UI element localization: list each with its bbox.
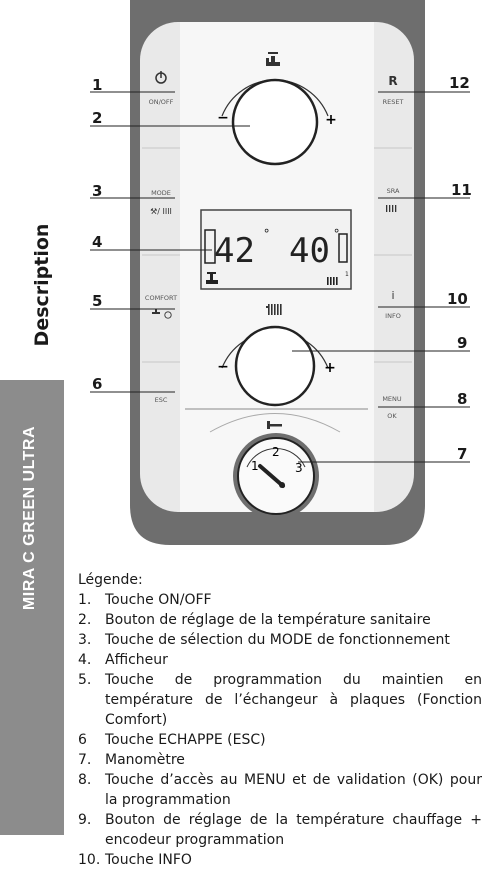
esc-label: ESC xyxy=(155,396,168,404)
legend-item: 5. Touche de programmation du maintien en… xyxy=(78,670,482,730)
legend-item: 1. Touche ON/OFF xyxy=(78,590,482,610)
legend-item-text: Touche de sélection du MODE de fonctionn… xyxy=(105,632,450,648)
comfort-label: COMFORT xyxy=(145,294,177,302)
legend-item: 2. Bouton de réglage de la température sa… xyxy=(78,610,482,630)
legend-item-number: 2. xyxy=(78,612,92,628)
legend-item: 9. Bouton de réglage de la température ch… xyxy=(78,810,482,850)
gauge-needle xyxy=(258,464,285,488)
mode-button[interactable]: MODE ⚒/ IIII xyxy=(150,189,172,216)
legend-item: 7. Manomètre xyxy=(78,750,482,770)
legend-item-number: 8. xyxy=(78,772,92,788)
callout-10: 10 xyxy=(447,290,468,308)
wrench-icon xyxy=(267,421,282,429)
lcd-radiator-icon xyxy=(327,277,338,285)
legend-title: Légende: xyxy=(78,572,143,588)
tap-icon xyxy=(266,52,280,66)
legend-item-number: 4. xyxy=(78,652,92,668)
gauge-tick-2: 2 xyxy=(272,445,280,459)
reset-label: RESET xyxy=(383,98,404,106)
legend-item-number: 5. xyxy=(78,672,92,688)
level-bar xyxy=(338,233,348,263)
tap-clock-icon xyxy=(152,309,172,319)
dhw-plus: + xyxy=(325,112,337,128)
callout-9: 9 xyxy=(457,334,468,352)
legend-item-text: Touche ECHAPPE (ESC) xyxy=(105,732,266,748)
legend-item: 6 Touche ECHAPPE (ESC) xyxy=(78,730,482,750)
sra-label: SRA xyxy=(387,187,400,195)
legend-item-number: 7. xyxy=(78,752,92,768)
info-label: INFO xyxy=(385,312,401,320)
reset-glyph: R xyxy=(388,74,397,88)
callout-1: 1 xyxy=(92,76,103,94)
callout-8: 8 xyxy=(457,390,468,408)
pressure-gauge: 1 2 3 xyxy=(233,433,319,519)
legend-item-text: Touche ON/OFF xyxy=(105,592,212,608)
heating-plus: + xyxy=(324,360,336,376)
legend-item: 3. Touche de sélection du MODE de fonctio… xyxy=(78,630,482,650)
legend-item-text: Afficheur xyxy=(105,652,168,668)
legend-item: 10.Touche INFO xyxy=(78,850,482,870)
onoff-button[interactable]: ON/OFF xyxy=(149,71,174,106)
bottom-arc xyxy=(209,413,341,433)
sra-button[interactable]: SRA xyxy=(386,187,400,212)
legend-item-number: 6 xyxy=(78,732,87,748)
dhw-temp-value: 42 xyxy=(214,231,255,271)
legend-item-number: 9. xyxy=(78,812,92,828)
left-button-dividers xyxy=(142,147,412,363)
legend-item-number: 3. xyxy=(78,632,92,648)
lcd-tap-icon xyxy=(206,272,218,284)
heating-temperature-knob[interactable]: − + xyxy=(217,304,336,407)
heating-minus: − xyxy=(217,359,229,375)
legend-list: 1. Touche ON/OFF 2. Bouton de réglage de la… xyxy=(78,590,482,870)
radiator-icon xyxy=(386,205,397,212)
legend: Légende: 1. Touche ON/OFF 2. Bouton de régl… xyxy=(78,570,482,870)
legend-item: 4. Afficheur xyxy=(78,650,482,670)
legend-item: 8. Touche d’accès au MENU et de validatio… xyxy=(78,770,482,810)
info-glyph: i xyxy=(391,289,394,302)
tap-radiator-icon: ⚒/ IIII xyxy=(150,207,172,216)
dhw-knob-dial xyxy=(231,78,319,166)
degree-sign-left: ° xyxy=(263,227,270,241)
lcd-sub-indicator: 1 xyxy=(345,271,349,278)
legend-item-text: Bouton de réglage de la température chau… xyxy=(105,812,482,848)
radiator-top-icon xyxy=(266,304,282,315)
dhw-minus: − xyxy=(217,110,229,126)
callout-4: 4 xyxy=(92,233,103,251)
callout-11: 11 xyxy=(451,181,472,199)
mode-label: MODE xyxy=(151,189,171,197)
menu-ok-button[interactable]: MENU OK xyxy=(382,395,402,420)
legend-item-text: Touche d’accès au MENU et de validation … xyxy=(105,772,482,808)
control-panel-diagram: ON/OFF MODE ⚒/ IIII COMFORT ESC R RESET … xyxy=(90,0,470,545)
heating-temp-value: 40 xyxy=(289,231,330,271)
heating-knob-dial xyxy=(234,325,316,407)
side-band xyxy=(0,380,64,835)
esc-button[interactable]: ESC xyxy=(155,396,168,404)
legend-item-text: Touche INFO xyxy=(105,852,192,868)
onoff-label: ON/OFF xyxy=(149,98,174,106)
ok-label: OK xyxy=(387,412,397,420)
lcd-display: 42 ° 40 ° 1 xyxy=(200,209,352,290)
legend-item-number: 10. xyxy=(78,852,101,868)
legend-item-text: Touche de programmation du maintien en t… xyxy=(105,672,482,728)
legend-item-text: Bouton de réglage de la température sani… xyxy=(105,612,431,628)
callout-3: 3 xyxy=(92,182,103,200)
gauge-tick-3: 3 xyxy=(295,461,303,475)
callout-lines xyxy=(90,91,470,463)
callout-2: 2 xyxy=(92,109,103,127)
legend-item-number: 1. xyxy=(78,592,92,608)
legend-item-text: Manomètre xyxy=(105,752,185,768)
menu-label: MENU xyxy=(382,395,402,403)
info-button[interactable]: i INFO xyxy=(385,289,401,320)
gauge-face xyxy=(237,437,315,515)
callout-6: 6 xyxy=(92,375,103,393)
degree-sign-right: ° xyxy=(333,227,340,241)
callout-12: 12 xyxy=(449,74,470,92)
gauge-tick-1: 1 xyxy=(251,459,259,473)
callout-5: 5 xyxy=(92,292,103,310)
reset-button[interactable]: R RESET xyxy=(383,74,404,106)
callout-7: 7 xyxy=(457,445,468,463)
comfort-button[interactable]: COMFORT xyxy=(145,294,177,319)
dhw-temperature-knob[interactable]: − + xyxy=(217,52,337,166)
